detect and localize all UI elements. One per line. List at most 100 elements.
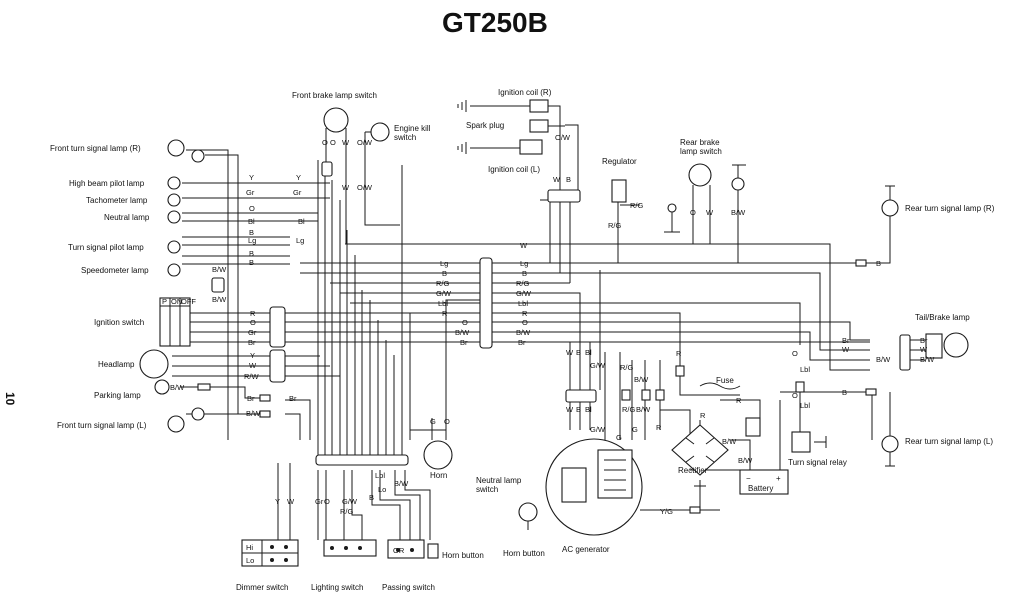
- regulator-terminal-icon: [667, 203, 677, 213]
- wire-label: R: [736, 396, 742, 405]
- wire-label: O: [330, 138, 336, 147]
- wire-label: B: [369, 493, 374, 502]
- wire-label: R/G: [436, 279, 450, 288]
- wire-label: Y: [275, 497, 280, 506]
- wire-label: O: [322, 138, 328, 147]
- left-lamps: [139, 139, 205, 433]
- front-turn-r-lamp-icon: [167, 139, 185, 157]
- wire-label: Bl: [585, 405, 592, 414]
- wire-label: Gr: [315, 497, 324, 506]
- label-regulator: Regulator: [602, 157, 637, 166]
- wire-label: B: [249, 228, 254, 237]
- ignition-connector: [269, 306, 286, 348]
- label-parking-lamp: Parking lamp: [94, 391, 141, 400]
- wire-label: B/W: [876, 355, 891, 364]
- tail-lamp-socket: [925, 333, 943, 359]
- wire-label: Br: [289, 394, 297, 403]
- label-tail-brake: Tail/Brake lamp: [915, 313, 970, 322]
- wire-label: Y: [296, 173, 301, 182]
- label-speedometer-lamp: Speedometer lamp: [81, 266, 149, 275]
- wire-label: G: [430, 417, 436, 426]
- rear-brake-switch-icon: [688, 163, 712, 187]
- passing-switch-body: [387, 539, 425, 559]
- ignition-header-on: ON: [171, 297, 182, 306]
- wire-label: Lbl: [375, 471, 385, 480]
- wire-label: W: [920, 345, 928, 354]
- label-front-turn-l: Front turn signal lamp (L): [57, 421, 147, 430]
- top-components: [323, 99, 746, 233]
- rear-turn-r-icon: [881, 199, 899, 217]
- bullet-connector: [641, 389, 651, 401]
- wire-label: O: [462, 318, 468, 327]
- wire-label: Lbl: [438, 299, 448, 308]
- lamp-icon: [191, 149, 205, 163]
- bottom-components: [241, 438, 643, 567]
- wire-label: B: [576, 405, 581, 414]
- wire-label: Lbl: [800, 401, 810, 410]
- wire-label: G/W: [516, 289, 532, 298]
- label-rectifier: Rectifier: [678, 466, 708, 475]
- wire-label: B/W: [731, 208, 746, 217]
- wire-label: B: [522, 269, 527, 278]
- label-ignition-coil-r: Ignition coil (R): [498, 88, 552, 97]
- wire-label: O: [690, 208, 696, 217]
- wire-label: O: [792, 391, 798, 400]
- wire-label: O: [249, 204, 255, 213]
- tail-brake-lamp-icon: [943, 332, 969, 358]
- wire-label: Lg: [296, 236, 304, 245]
- wire-label: Br: [248, 338, 256, 347]
- fuse-icon: [699, 382, 741, 390]
- wire-label: B: [249, 249, 254, 258]
- ground-icon: [457, 142, 467, 154]
- wire-label: Y: [249, 173, 254, 182]
- label-fuse: Fuse: [716, 376, 734, 385]
- wire-label: G: [616, 433, 622, 442]
- rear-turn-l-icon: [881, 435, 899, 453]
- wire-label: Br: [460, 338, 468, 347]
- label-neutral-lamp: Neutral lamp: [104, 213, 150, 222]
- wire-label: Gr: [293, 188, 302, 197]
- wire-label: B: [442, 269, 447, 278]
- bullet-connector: [621, 389, 631, 401]
- wire-label: O: [792, 349, 798, 358]
- wire-label: R: [700, 411, 706, 420]
- wire-label: B/W: [722, 437, 737, 446]
- svg-text:+: +: [776, 474, 781, 483]
- wire-label: O: [522, 318, 528, 327]
- label-tachometer-lamp: Tachometer lamp: [86, 196, 148, 205]
- wire-label: Lg: [248, 236, 256, 245]
- label-spark-plug: Spark plug: [466, 121, 504, 130]
- wire-label: G/W: [342, 497, 358, 506]
- wire-label: B/W: [394, 479, 409, 488]
- diagram-title: GT250B: [442, 7, 548, 38]
- label-lighting-switch: Lighting switch: [311, 583, 363, 592]
- wire-label: W: [342, 183, 350, 192]
- generator-connector: [565, 389, 597, 403]
- wire-label: B: [576, 348, 581, 357]
- wire-label: R/G: [622, 405, 636, 414]
- rectifier-icon: [671, 424, 729, 476]
- coil-icon: [529, 119, 549, 133]
- wire-label: R: [656, 423, 662, 432]
- ignition-header-p: P: [162, 297, 167, 306]
- wire-label: Lg: [440, 259, 448, 268]
- wire-label: B: [249, 258, 254, 267]
- label-front-turn-r: Front turn signal lamp (R): [50, 144, 141, 153]
- wire-label: B/W: [212, 295, 227, 304]
- wire-labels: Y Gr O Bl B Lg B B B/W B/W Y Gr Bl Lg R …: [170, 133, 935, 516]
- neutral-lamp-switch-icon: [518, 502, 538, 522]
- wire-label: Bl: [585, 348, 592, 357]
- wire-label: G: [632, 425, 638, 434]
- wire-label: O/W: [357, 183, 373, 192]
- label-passing-switch: Passing switch: [382, 583, 435, 592]
- label-high-beam-pilot: High beam pilot lamp: [69, 179, 145, 188]
- ignition-coil-r-icon: [529, 99, 549, 113]
- bullet-connector: [259, 394, 271, 402]
- wire-label: W: [842, 345, 850, 354]
- wire-label: Y/G: [660, 507, 673, 516]
- bullet-connector: [259, 410, 271, 418]
